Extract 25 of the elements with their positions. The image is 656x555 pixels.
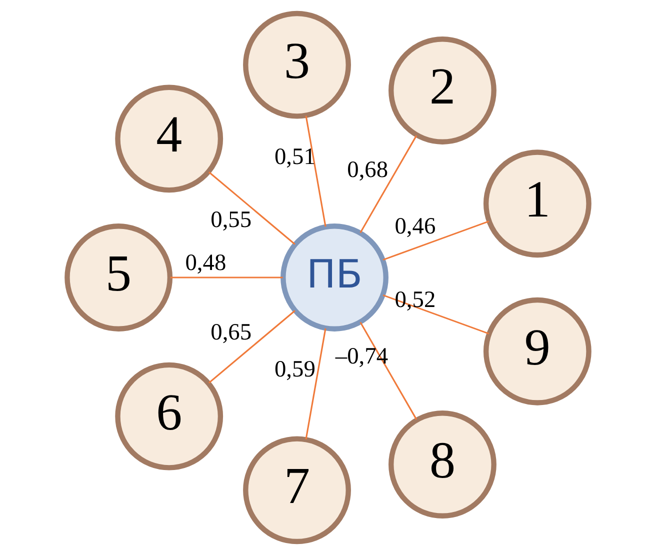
edge-label: 0,52 — [394, 287, 436, 314]
node-circle: 1 — [483, 150, 592, 258]
node-circle: 7 — [243, 436, 351, 544]
connector — [208, 310, 296, 384]
connector — [170, 276, 283, 278]
edge-label: 0,65 — [210, 320, 252, 346]
node-circle: 6 — [115, 362, 224, 470]
connector — [382, 294, 490, 334]
connector — [382, 220, 490, 261]
node-circle: 9 — [483, 297, 592, 406]
node-circle: 2 — [388, 36, 496, 144]
connector — [305, 116, 326, 227]
edge-label: 0,48 — [185, 250, 226, 276]
edge-label: 0,55 — [210, 206, 252, 233]
edge-label: 0,59 — [274, 356, 316, 383]
edge-label: 0,46 — [394, 213, 436, 240]
node-circle: 5 — [64, 224, 173, 332]
node-circle: 4 — [115, 84, 224, 193]
edge-label: 0,68 — [347, 156, 388, 183]
node-circle: 3 — [243, 10, 351, 119]
node-circle: 8 — [388, 410, 496, 518]
node-circle: ПБ — [280, 224, 388, 332]
connector — [208, 172, 296, 245]
connector — [360, 135, 418, 234]
connector — [305, 328, 326, 440]
